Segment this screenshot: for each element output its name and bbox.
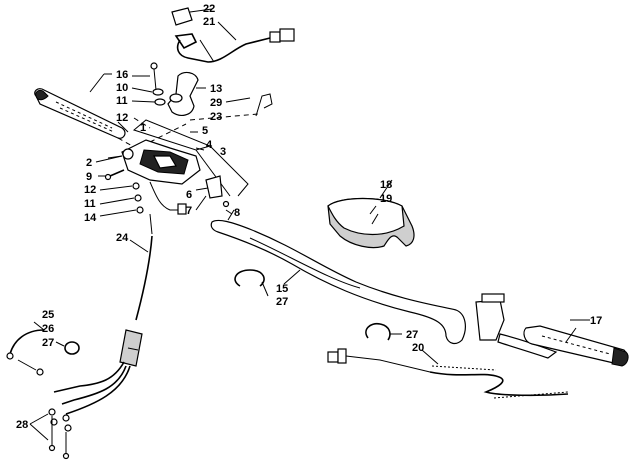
callout-28: 28: [16, 419, 28, 431]
callout-12-upper: 12: [116, 112, 128, 124]
part-16-left-grip: [34, 73, 126, 139]
part-21-harness: [174, 21, 295, 63]
callout-27-handlebar: 27: [276, 296, 288, 308]
part-15-handlebar: [210, 219, 466, 345]
callout-14: 14: [84, 212, 97, 224]
housing-bracket-frame: [132, 119, 249, 197]
callout-18: 18: [380, 179, 392, 191]
callout-27-right: 27: [406, 329, 418, 341]
part-27-circlip-b: [365, 322, 402, 341]
bolt-stack-upper: [131, 62, 166, 106]
callout-3: 3: [220, 146, 226, 158]
callout-26: 26: [42, 323, 54, 335]
part-28-cable-fittings: [29, 408, 72, 460]
callout-4: 4: [206, 139, 213, 151]
callout-11-upper: 11: [116, 95, 128, 107]
part-27-circlip-c: [55, 341, 80, 355]
part-4-throttle-housing: [107, 131, 205, 185]
part-17-right-grip: [475, 293, 629, 367]
callout-11-lower: 11: [84, 198, 96, 210]
callout-12-lower: 12: [84, 184, 96, 196]
callout-27-left: 27: [42, 337, 54, 349]
part-27-circlip-a: [234, 269, 269, 297]
part-29-switch-wire: [225, 93, 273, 117]
callout-6: 6: [186, 189, 192, 201]
callout-23: 23: [210, 111, 222, 123]
callout-21: 21: [203, 16, 215, 28]
callout-8: 8: [234, 207, 240, 219]
callout-16: 16: [116, 69, 128, 81]
callout-5: 5: [202, 125, 208, 137]
part-20-heater-wire: [327, 348, 569, 399]
callout-1: 1: [140, 122, 146, 134]
part-13-lever-bracket: [167, 71, 206, 116]
callout-25: 25: [42, 309, 54, 321]
callout-9: 9: [86, 171, 92, 183]
bolt-stack-lower: [98, 169, 144, 217]
callout-13: 13: [210, 83, 222, 95]
callout-2: 2: [86, 157, 92, 169]
callout-15: 15: [276, 283, 288, 295]
part-6-switch: [149, 175, 233, 215]
callout-24: 24: [116, 232, 129, 244]
part-22-pad: [171, 7, 213, 26]
part-24-throttle-cable: [53, 213, 153, 415]
part-25-cable-end: [6, 321, 45, 376]
callout-22: 22: [203, 3, 215, 15]
callout-10: 10: [116, 82, 128, 94]
callout-7: 7: [186, 205, 192, 217]
part-18-handlebar-pad: [327, 197, 415, 249]
callout-20: 20: [412, 342, 424, 354]
callout-19: 19: [380, 193, 392, 205]
callout-29: 29: [210, 97, 222, 109]
callout-17: 17: [590, 315, 602, 327]
